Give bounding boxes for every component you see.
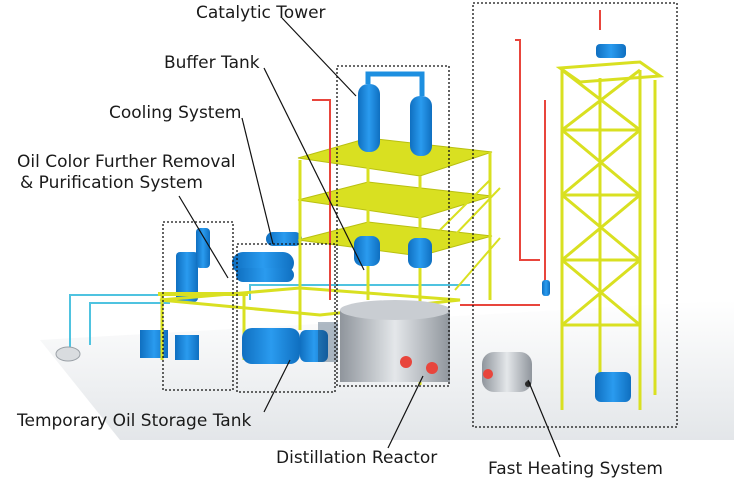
main-structure	[159, 137, 501, 385]
label-oil-color-line2: & Purification System	[20, 173, 203, 193]
cooling-system	[232, 232, 302, 282]
red-pipes	[312, 10, 601, 306]
catalytic-tower-box	[336, 65, 450, 387]
heating-burner	[482, 352, 532, 392]
fast-heating-tower	[542, 44, 665, 410]
label-fast-heating-system: Fast Heating System	[488, 459, 663, 479]
oil-storage-tanks	[242, 322, 338, 364]
fast-heating-box	[472, 2, 678, 428]
purification-box	[162, 221, 234, 391]
catalytic-towers	[354, 71, 432, 268]
label-temporary-oil-storage-tank: Temporary Oil Storage Tank	[16, 411, 251, 431]
purification-system	[158, 228, 248, 360]
label-oil-color-line1: Oil Color Further Removal	[17, 152, 236, 172]
leader-lines	[178, 17, 561, 458]
cyan-pipes	[69, 284, 470, 350]
label-buffer-tank: Buffer Tank	[164, 53, 260, 73]
label-catalytic-tower: Catalytic Tower	[196, 3, 326, 23]
distillation-reactor	[340, 300, 450, 382]
highlight-boxes	[162, 2, 678, 428]
storage-box	[236, 243, 336, 393]
label-cooling-system: Cooling System	[109, 103, 241, 123]
label-distillation-reactor: Distillation Reactor	[276, 448, 437, 468]
